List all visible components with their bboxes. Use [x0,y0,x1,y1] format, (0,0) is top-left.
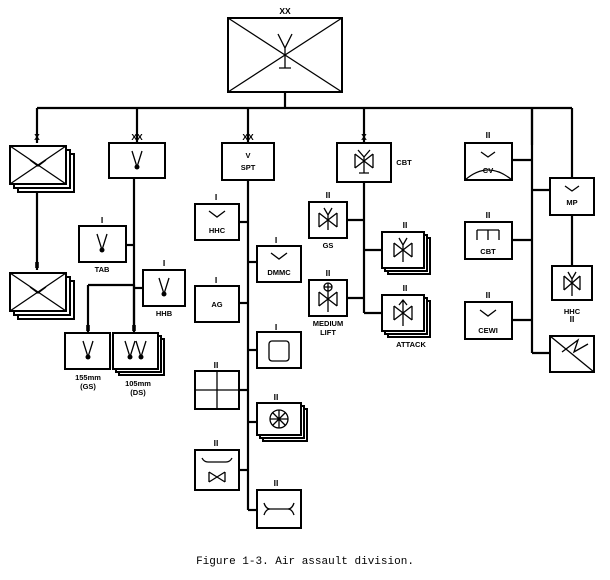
ag-label: AG [211,300,222,309]
gs-artillery-label-1: 155mm [75,373,101,382]
ds-artillery-label-1: 105mm [125,379,151,388]
division-artillery-box [108,142,166,179]
dmmc-echelon: I [275,235,277,245]
ds-artillery-stack: 105mm (DS) [112,332,165,397]
mp-label: MP [566,198,577,207]
transport-box [194,449,240,491]
aviation-maintenance-box [256,489,302,529]
ag-echelon: I [215,275,217,285]
division-echelon: XX [279,6,291,16]
hhb-echelon: I [163,258,165,268]
figure-caption: Figure 1-3. Air assault division. [196,556,414,568]
supply-box [256,331,302,369]
dmmc-label: DMMC [267,268,291,277]
support-command-label-1: V [245,151,250,160]
medium-lift-echelon: II [326,268,331,278]
mp-box: MP [549,177,595,216]
maintenance-echelon: II [214,360,219,370]
tab-label: TAB [95,265,110,274]
medium-lift-label-1: MEDIUM [313,319,343,328]
hhc-division-box: HHC [551,265,593,316]
gs-artillery-box: 155mm (GS) [64,332,111,391]
hhb-box: HHB [142,269,186,318]
engineer-echelon: II [486,210,491,220]
aviation-brigade-box: CBT [336,142,412,183]
hhc-division-label: HHC [564,307,581,316]
hhb-label: HHB [156,309,173,318]
tab-echelon: I [101,215,103,225]
cavalry-box: CV [464,142,513,181]
supply-echelon: I [275,322,277,332]
infantry-battalion-echelon: II [35,260,40,270]
hhc-support-echelon: I [215,192,217,202]
hhc-support-label: HHC [209,226,226,235]
attack-echelon: II [403,283,408,293]
support-command-box: V SPT [221,142,275,181]
division-artillery-echelon: XX [131,132,143,142]
medium-lift-label-2: LIFT [320,328,336,337]
signal-echelon: II [570,314,575,324]
maintenance-box [194,370,240,410]
transport-echelon: II [214,438,219,448]
ag-box: AG [194,285,240,323]
gs-aviation-box: GS [308,201,348,250]
ds-artillery-echelon: II [132,323,137,333]
gs-aviation-echelon: II [326,190,331,200]
cewi-label: CEWI [478,326,498,335]
combat-engineer-label: CBT [480,247,496,256]
tab-box: TAB [78,225,127,274]
medical-box [256,402,308,442]
combat-engineer-box: CBT [464,221,513,260]
brigade-echelon: X [34,132,40,142]
gs-artillery-label-2: (GS) [80,382,96,391]
gs-aviation-label: GS [323,241,334,250]
org-chart: XX X XX XX X II I I II II I I I I II II … [9,6,595,529]
combat-aviation-label: CBT [396,158,412,167]
cewi-echelon: II [486,290,491,300]
gs-artillery-echelon: II [86,323,91,333]
support-command-label-2: SPT [241,163,256,172]
division-box [227,17,343,93]
cavalry-label: CV [483,166,493,175]
signal-box [549,335,595,373]
hhc-division-echelon: I [571,252,573,262]
mp-echelon: I [571,164,573,174]
infantry-brigade-stack [9,145,75,193]
echelon-marks: XX X XX XX X II I I II II I I I I II II … [34,6,574,488]
cavalry-echelon: II [486,130,491,140]
cewi-box: CEWI [464,301,513,340]
infantry-battalion-stack [9,272,75,320]
medium-lift-box: MEDIUM LIFT [308,279,348,337]
support-command-echelon: XX [242,132,254,142]
attack-label: ATTACK [396,340,426,349]
attack-stack: ATTACK [381,294,431,349]
medical-echelon: II [274,392,279,402]
assault-aviation-echelon: II [403,220,408,230]
dmmc-box: DMMC [256,245,302,283]
assault-aviation-stack [381,231,431,275]
connector-lines [35,92,574,512]
hhc-support-box: HHC [194,203,240,241]
aviation-brigade-echelon: X [361,132,367,142]
aviation-maintenance-echelon: II [274,478,279,488]
ds-artillery-label-2: (DS) [130,388,146,397]
